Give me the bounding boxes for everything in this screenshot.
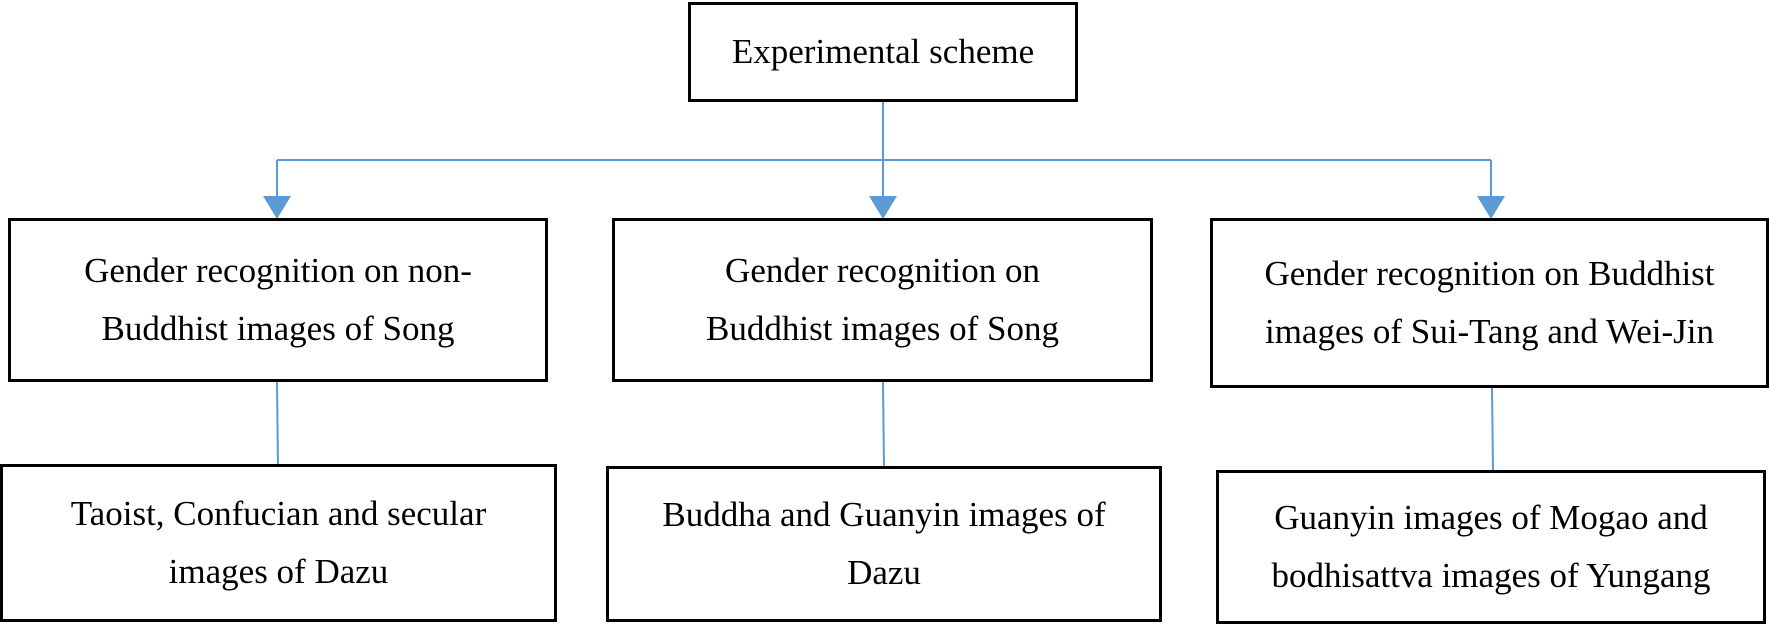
- branch-1-heading-line-2: Buddhist images of Song: [101, 309, 455, 348]
- branch-3-heading-line-1: Gender recognition on Buddhist: [1264, 254, 1715, 294]
- branch-2-arrowhead: [869, 196, 897, 219]
- branch-2-detail-line-1: Buddha and Guanyin images of: [662, 495, 1106, 535]
- branch-2-heading-box: Gender recognition on Buddhist images of…: [612, 218, 1153, 382]
- branch-1-link-line: [276, 381, 279, 467]
- root-label: Experimental scheme: [731, 32, 1035, 72]
- branch-1-heading-box: Gender recognition on non- Buddhist imag…: [8, 218, 548, 382]
- branch-1-heading-line-1: Gender recognition on non-: [84, 251, 472, 291]
- branch-3-detail-line-1: Guanyin images of Mogao and: [1274, 498, 1708, 538]
- branch-2-heading-line-1: Gender recognition on: [725, 251, 1040, 291]
- branch-1-detail-line-2: images of Dazu: [168, 552, 389, 591]
- branch-1-detail-line-1: Taoist, Confucian and secular: [70, 494, 487, 534]
- branch-1-detail-box: Taoist, Confucian and secular images of …: [0, 464, 557, 622]
- branch-2-detail-line-2: Dazu: [847, 553, 921, 592]
- root-box: Experimental scheme: [688, 2, 1078, 102]
- branch-3-heading-line-2: images of Sui-Tang and Wei-Jin: [1264, 312, 1714, 351]
- branch-1-arrowhead: [263, 196, 291, 219]
- branch-3-detail-box: Guanyin images of Mogao and bodhisattva …: [1216, 470, 1766, 624]
- branch-2-heading-line-2: Buddhist images of Song: [706, 309, 1059, 348]
- branch-2-detail-box: Buddha and Guanyin images of Dazu: [606, 466, 1162, 622]
- branch-2-link-line: [882, 381, 885, 469]
- branch-3-detail-line-2: bodhisattva images of Yungang: [1271, 556, 1711, 595]
- branch-3-link-line: [1491, 387, 1494, 472]
- branch-3-heading-box: Gender recognition on Buddhist images of…: [1210, 218, 1769, 388]
- branch-3-arrowhead: [1477, 196, 1505, 219]
